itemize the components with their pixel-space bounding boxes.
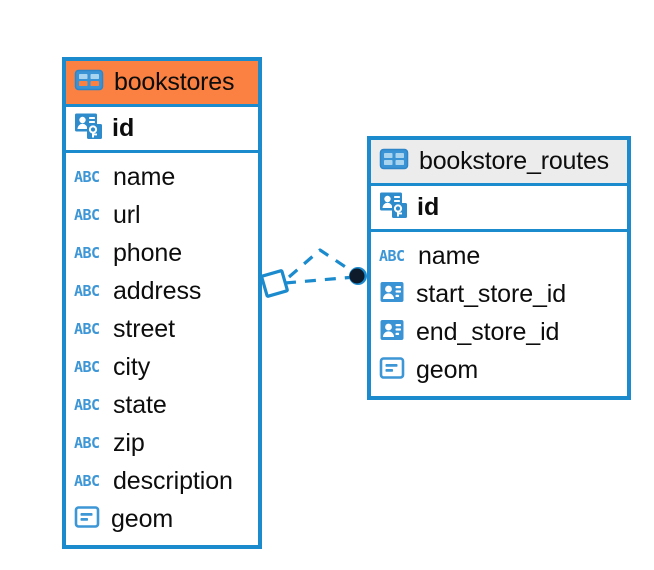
field-label: city (113, 352, 151, 381)
field-list-bookstores: ABC name ABC url ABC phone (66, 153, 258, 542)
field-label: geom (111, 504, 174, 533)
table-icon (379, 147, 409, 176)
field-row[interactable]: ABC phone (66, 234, 258, 272)
entity-header-bookstore-routes[interactable]: bookstore_routes (371, 140, 627, 186)
relationship-connector (260, 248, 367, 298)
primary-key-row[interactable]: id (66, 107, 258, 153)
field-row[interactable]: ABC zip (66, 424, 258, 462)
field-label: start_store_id (416, 279, 567, 308)
field-label: description (113, 466, 233, 495)
abc-text-icon: ABC (74, 358, 104, 376)
field-label: url (113, 200, 141, 229)
abc-text-icon: ABC (74, 168, 104, 186)
svg-text:ABC: ABC (74, 206, 100, 224)
field-label: name (113, 162, 176, 191)
primary-key-row[interactable]: id (371, 186, 627, 232)
svg-text:ABC: ABC (74, 282, 100, 300)
field-row[interactable]: ABC city (66, 348, 258, 386)
entity-bookstore-routes[interactable]: bookstore_routes id ABC (367, 136, 631, 400)
field-row[interactable]: ABC street (66, 310, 258, 348)
field-list-bookstore-routes: ABC name start_store_id (371, 232, 627, 393)
field-label: state (113, 390, 167, 419)
abc-text-icon: ABC (74, 434, 104, 452)
field-row[interactable]: ABC name (66, 158, 258, 196)
svg-text:ABC: ABC (379, 247, 405, 265)
relationship-line-upper (287, 248, 357, 279)
field-row[interactable]: start_store_id (371, 275, 627, 313)
abc-text-icon: ABC (74, 244, 104, 262)
svg-text:ABC: ABC (74, 472, 100, 490)
field-label: address (113, 276, 202, 305)
field-label: geom (416, 355, 479, 384)
abc-text-icon: ABC (74, 206, 104, 224)
diamond-outline-marker (260, 269, 289, 298)
primary-key-icon (379, 191, 409, 224)
filled-circle-marker (349, 267, 367, 285)
abc-text-icon: ABC (74, 472, 104, 490)
table-icon (74, 68, 104, 97)
field-label: street (113, 314, 175, 343)
relationship-line-lower (284, 275, 356, 285)
svg-text:ABC: ABC (74, 168, 100, 186)
foreign-key-icon (379, 280, 407, 309)
field-label: name (418, 241, 481, 270)
geometry-icon (74, 505, 102, 534)
field-row[interactable]: geom (66, 500, 258, 538)
svg-text:ABC: ABC (74, 244, 100, 262)
field-label: end_store_id (416, 317, 560, 346)
svg-text:ABC: ABC (74, 320, 100, 338)
svg-text:ABC: ABC (74, 358, 100, 376)
entity-title: bookstores (114, 68, 235, 96)
field-row[interactable]: ABC address (66, 272, 258, 310)
field-label: zip (113, 428, 145, 457)
field-row[interactable]: ABC state (66, 386, 258, 424)
entity-header-bookstores[interactable]: bookstores (66, 61, 258, 107)
primary-key-icon (74, 112, 104, 145)
abc-text-icon: ABC (74, 396, 104, 414)
primary-key-label: id (112, 114, 135, 142)
svg-text:ABC: ABC (74, 396, 100, 414)
primary-key-label: id (417, 193, 440, 221)
foreign-key-icon (379, 318, 407, 347)
field-label: phone (113, 238, 183, 267)
field-row[interactable]: ABC name (371, 237, 627, 275)
entity-title: bookstore_routes (419, 147, 609, 175)
svg-text:ABC: ABC (74, 434, 100, 452)
field-row[interactable]: end_store_id (371, 313, 627, 351)
entity-bookstores[interactable]: bookstores id ABC (62, 57, 262, 549)
field-row[interactable]: geom (371, 351, 627, 389)
abc-text-icon: ABC (379, 247, 409, 265)
geometry-icon (379, 356, 407, 385)
field-row[interactable]: ABC description (66, 462, 258, 500)
abc-text-icon: ABC (74, 282, 104, 300)
field-row[interactable]: ABC url (66, 196, 258, 234)
abc-text-icon: ABC (74, 320, 104, 338)
